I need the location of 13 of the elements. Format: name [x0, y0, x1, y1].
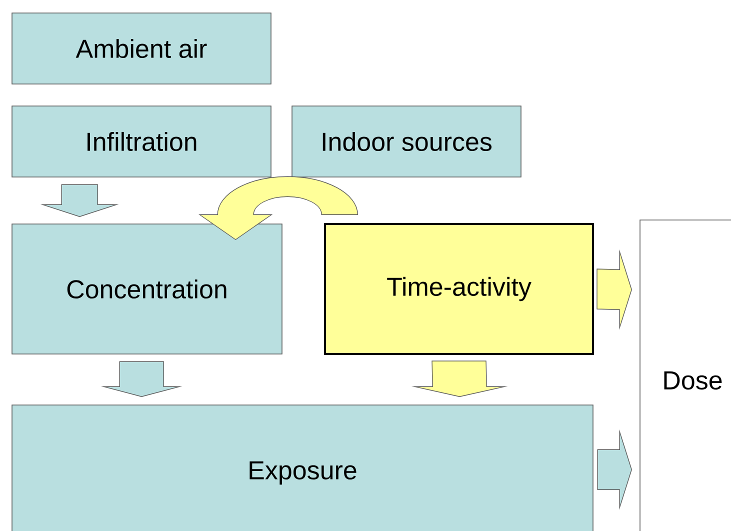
process-box: Ambient air — [12, 12, 272, 84]
block-arrow — [596, 249, 632, 330]
process-box: Dose — [640, 220, 731, 531]
block-arrow — [597, 429, 632, 510]
process-box: Time-activity — [324, 223, 594, 355]
process-box: Exposure — [12, 404, 594, 531]
process-box: Infiltration — [12, 106, 272, 178]
process-box: Indoor sources — [292, 106, 522, 178]
block-arrow — [199, 176, 358, 240]
process-box: Concentration — [12, 224, 282, 354]
block-arrow — [40, 184, 119, 217]
block-arrow — [100, 361, 182, 397]
block-arrow — [411, 360, 508, 397]
